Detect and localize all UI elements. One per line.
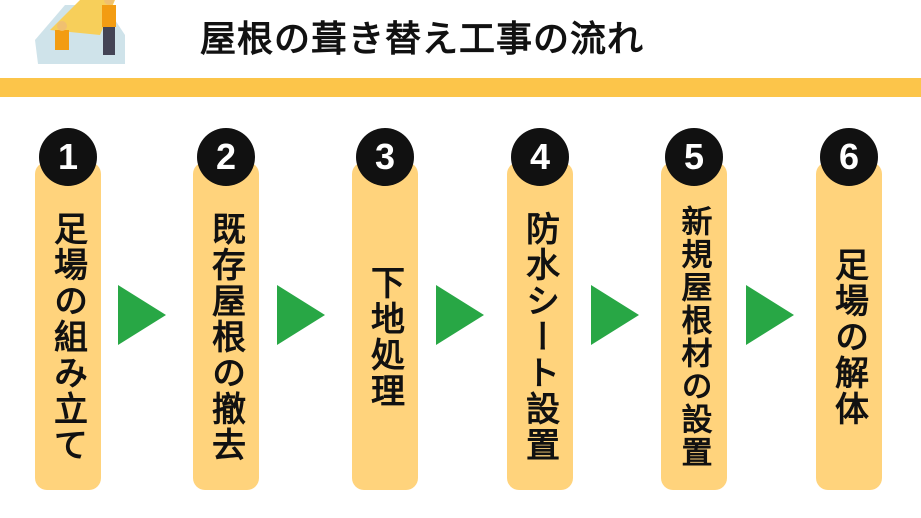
step-number-badge: 2 (197, 128, 255, 186)
step-label: 既存屋根の撤去 (205, 211, 246, 463)
step-card-2: 既存屋根の撤去 (193, 162, 259, 490)
step-label: 新規屋根材の設置 (675, 205, 712, 469)
step-label: 足場の解体 (828, 247, 869, 427)
step-label: 足場の組み立て (47, 211, 88, 463)
step-label: 下地処理 (364, 265, 405, 409)
step-card-1: 足場の組み立て (35, 162, 101, 490)
arrow-right-icon (118, 285, 166, 345)
arrow-right-icon (436, 285, 484, 345)
arrow-right-icon (277, 285, 325, 345)
step-number-badge: 1 (39, 128, 97, 186)
roofers-illustration (35, 0, 125, 64)
arrow-right-icon (746, 285, 794, 345)
step-number-badge: 4 (511, 128, 569, 186)
page-title: 屋根の葺き替え工事の流れ (200, 19, 645, 60)
step-card-3: 下地処理 (352, 162, 418, 490)
arrow-right-icon (591, 285, 639, 345)
step-label: 防水シート設置 (519, 211, 560, 463)
step-card-5: 新規屋根材の設置 (661, 162, 727, 490)
step-number-badge: 6 (820, 128, 878, 186)
step-card-6: 足場の解体 (816, 162, 882, 490)
step-card-4: 防水シート設置 (507, 162, 573, 490)
step-number-badge: 3 (356, 128, 414, 186)
accent-bar (0, 78, 921, 97)
step-number-badge: 5 (665, 128, 723, 186)
